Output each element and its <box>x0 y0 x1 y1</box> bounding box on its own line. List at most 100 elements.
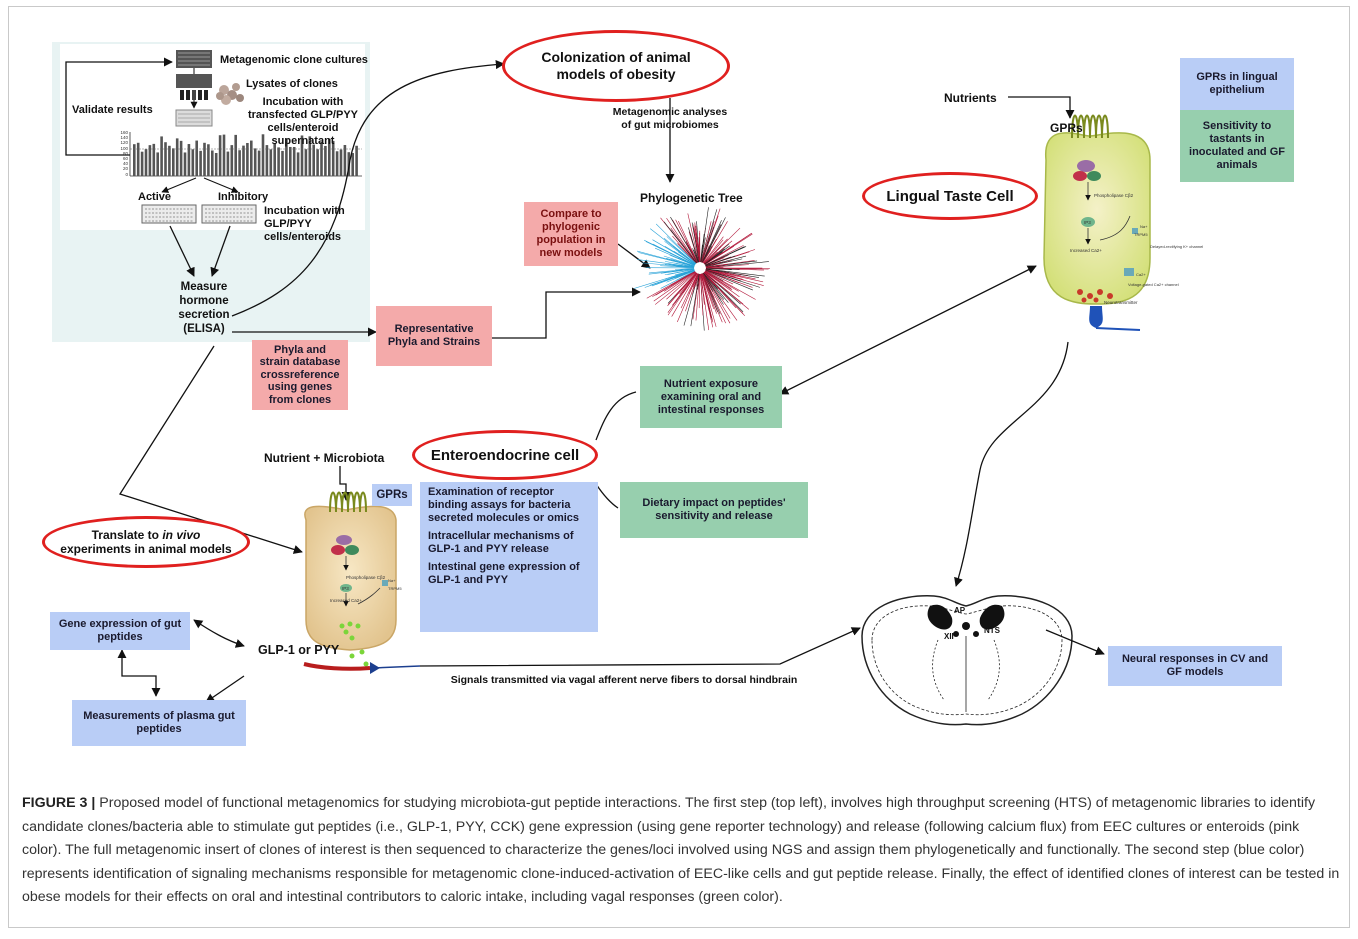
chart-bar <box>292 146 296 176</box>
phylogenetic-tree <box>634 207 770 331</box>
chart-bar <box>253 148 257 176</box>
tree-branch <box>702 273 731 319</box>
chart-bar <box>269 149 273 176</box>
chart-bar <box>328 138 331 176</box>
lingual-taste-cell-oval: Lingual Taste Cell <box>862 172 1038 220</box>
tree-branch <box>685 273 699 312</box>
representative-box: Representative Phyla and Strains <box>376 306 492 366</box>
eec-info-1: Examination of receptor binding assays f… <box>428 486 580 524</box>
lingual-gprs: GPRs <box>1050 121 1083 135</box>
figure-frame <box>8 6 1350 928</box>
tree-branch <box>677 243 697 264</box>
chart-bar <box>203 142 206 176</box>
nutrients-label: Nutrients <box>944 91 997 105</box>
well-plate-3 <box>175 109 213 127</box>
chart-bar <box>281 150 284 176</box>
tree-branch <box>663 221 697 264</box>
glp-label: GLP-1 or PYY <box>258 643 340 657</box>
chart-bar <box>320 141 323 176</box>
tree-branch <box>705 245 744 266</box>
chart-bar <box>296 152 300 176</box>
tree-branch <box>676 270 695 281</box>
lysate-cluster-icon <box>216 83 244 105</box>
chart-bar <box>246 142 249 176</box>
eec-info-3: Intestinal gene expression of GLP-1 and … <box>428 561 580 586</box>
chart-bar <box>289 146 292 176</box>
step-lysates: Lysates of clones <box>246 78 338 90</box>
tree-branch <box>663 255 695 267</box>
caption-label: FIGURE 3 | <box>22 795 96 811</box>
tree-branch <box>703 238 728 264</box>
chart-bar <box>343 144 347 176</box>
tree-branch <box>688 227 699 263</box>
inhibitory-label: Inhibitory <box>218 191 269 203</box>
enteroendocrine-cell <box>304 491 397 667</box>
active-plate <box>141 204 197 224</box>
tree-branch <box>705 268 765 277</box>
tree-branch <box>705 267 740 270</box>
tree-branch <box>704 251 718 264</box>
tree-branch <box>666 236 697 264</box>
colonization-oval: Colonization of animal models of obesity <box>502 30 730 102</box>
chart-tick-label: 60 <box>122 156 128 161</box>
chart-bar <box>355 145 358 176</box>
eec-label-ca: Increased Ca2+ <box>330 598 362 603</box>
chart-tick-label: 40 <box>122 161 128 167</box>
tree-branch <box>704 246 725 265</box>
measure-hormone: Measure hormone secretion (ELISA) <box>178 281 230 335</box>
tree-branch <box>695 228 700 263</box>
chart-bar <box>195 140 198 176</box>
tree-branch <box>655 223 697 264</box>
tree-branch <box>700 273 714 328</box>
tree-branch <box>703 239 724 264</box>
chart-bar <box>339 149 343 176</box>
tree-branch <box>705 256 732 267</box>
chart-bar <box>250 140 253 176</box>
chart-tick-label: 120 <box>120 140 128 146</box>
chart-bar <box>316 149 319 176</box>
tree-branch <box>638 252 695 267</box>
tree-branch <box>705 269 742 282</box>
tree-branch <box>667 272 698 316</box>
chart-bar <box>214 152 218 176</box>
tree-branch <box>691 222 700 263</box>
tree-branch <box>700 221 712 263</box>
sensitivity-box: Sensitivity to tastants in inoculated an… <box>1180 110 1294 182</box>
chart-bar <box>234 134 237 176</box>
screening-bar-chart <box>129 132 362 177</box>
tree-branch <box>698 273 701 309</box>
chart-bar <box>331 140 335 176</box>
chart-bar <box>191 149 195 176</box>
tree-branch <box>701 273 717 327</box>
tree-branch <box>695 273 700 321</box>
tree-branch <box>705 270 734 285</box>
tree-branch <box>664 261 695 268</box>
tree-branch <box>705 266 724 269</box>
chart-bar <box>335 151 339 176</box>
tree-branch <box>705 258 743 267</box>
tree-branch <box>653 271 696 302</box>
eec-oval: Enteroendocrine cell <box>412 430 598 480</box>
tree-branch <box>702 272 738 321</box>
chart-tick-label: 0 <box>125 171 128 177</box>
active-label: Active <box>138 191 172 203</box>
chart-bar <box>207 144 210 176</box>
tree-branch <box>702 217 726 263</box>
chart-tick-label: 160 <box>120 130 128 135</box>
tree-root <box>696 264 704 272</box>
chart-tick-label: 140 <box>120 135 128 141</box>
tree-branch <box>652 243 695 266</box>
translate-italic: in vivo <box>162 528 201 542</box>
tree-branch <box>705 246 747 266</box>
chart-bar <box>148 145 152 176</box>
tree-branch <box>649 269 695 286</box>
chart-bar <box>277 147 280 176</box>
tree-branch <box>702 273 715 299</box>
tree-branch <box>701 221 715 263</box>
signals-label: Signals transmitted via vagal afferent n… <box>450 674 798 686</box>
tree-branch <box>702 273 713 292</box>
tree-branch <box>705 268 760 278</box>
tree-branch <box>649 268 695 274</box>
tree-branch <box>673 272 697 297</box>
tree-branch <box>701 226 715 263</box>
